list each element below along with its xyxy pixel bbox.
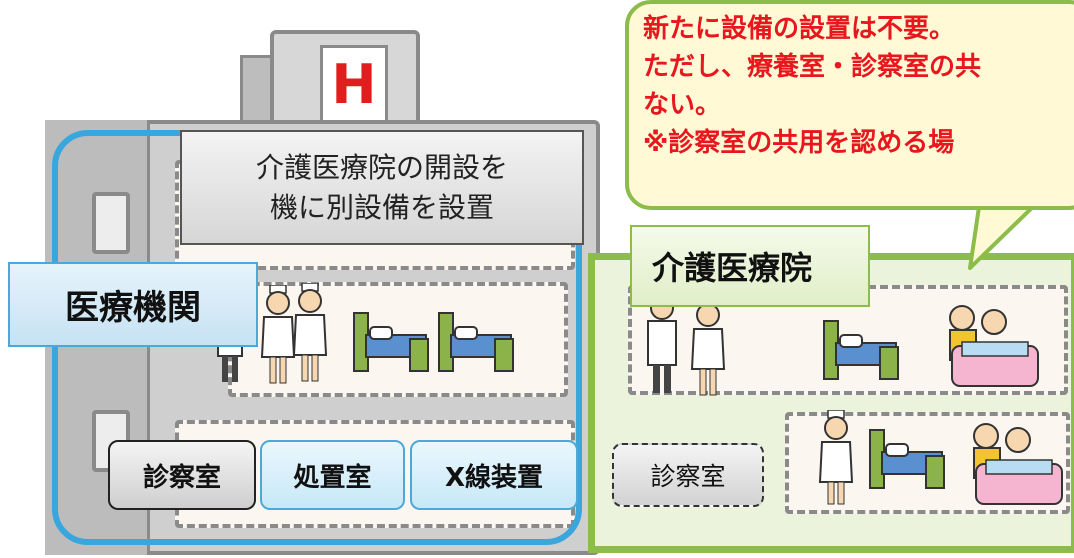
care-medical-facility-label: 介護医療院 bbox=[630, 225, 870, 307]
medical-institution-text: 医療機関 bbox=[65, 288, 201, 328]
shared-exam-room-box: 診察室 bbox=[612, 443, 764, 507]
callout-tail bbox=[968, 200, 1042, 270]
bed-icon bbox=[437, 305, 517, 375]
nurse-icon bbox=[688, 297, 728, 397]
exam-room-box: 診察室 bbox=[108, 440, 256, 510]
callout-line-3: ない。 bbox=[643, 90, 722, 120]
treatment-room-box: 処置室 bbox=[260, 440, 405, 510]
bath-care-icon bbox=[956, 418, 1066, 508]
nurse-icon bbox=[816, 410, 856, 510]
treatment-room-label: 処置室 bbox=[293, 462, 372, 493]
callout-line-2: ただし、療養室・診察室の共 bbox=[643, 52, 982, 82]
shared-exam-room-label: 診察室 bbox=[650, 462, 726, 491]
xray-device-label: X線装置 bbox=[444, 462, 544, 493]
nurse-icon bbox=[290, 283, 330, 383]
callout-line-4: ※診察室の共用を認める場 bbox=[643, 128, 955, 158]
nurse-icon bbox=[258, 285, 298, 385]
callout-text: 新たに設備の設置は不要。 ただし、療養室・診察室の共 ない。 ※診察室の共用を認… bbox=[643, 10, 1074, 162]
medical-institution-label: 医療機関 bbox=[8, 262, 258, 347]
doctor-icon bbox=[642, 296, 682, 396]
bed-icon bbox=[352, 305, 432, 375]
bed-icon bbox=[868, 422, 948, 492]
bath-care-icon bbox=[932, 300, 1042, 390]
new-facility-note: 介護医療院の開設を 機に別設備を設置 bbox=[180, 130, 584, 245]
bed-icon bbox=[822, 313, 902, 383]
care-medical-facility-text: 介護医療院 bbox=[652, 249, 813, 287]
xray-device-box: X線装置 bbox=[410, 440, 578, 510]
hospital-sign-letter: H bbox=[331, 52, 377, 116]
building-window bbox=[92, 192, 130, 254]
callout-line-1: 新たに設備の設置は不要。 bbox=[643, 14, 956, 44]
note-line-2: 機に別設備を設置 bbox=[269, 190, 494, 224]
speech-callout bbox=[625, 0, 1074, 210]
hospital-sign: H bbox=[320, 45, 388, 123]
exam-room-label: 診察室 bbox=[142, 462, 221, 493]
note-line-1: 介護医療院の開設を bbox=[255, 150, 508, 184]
